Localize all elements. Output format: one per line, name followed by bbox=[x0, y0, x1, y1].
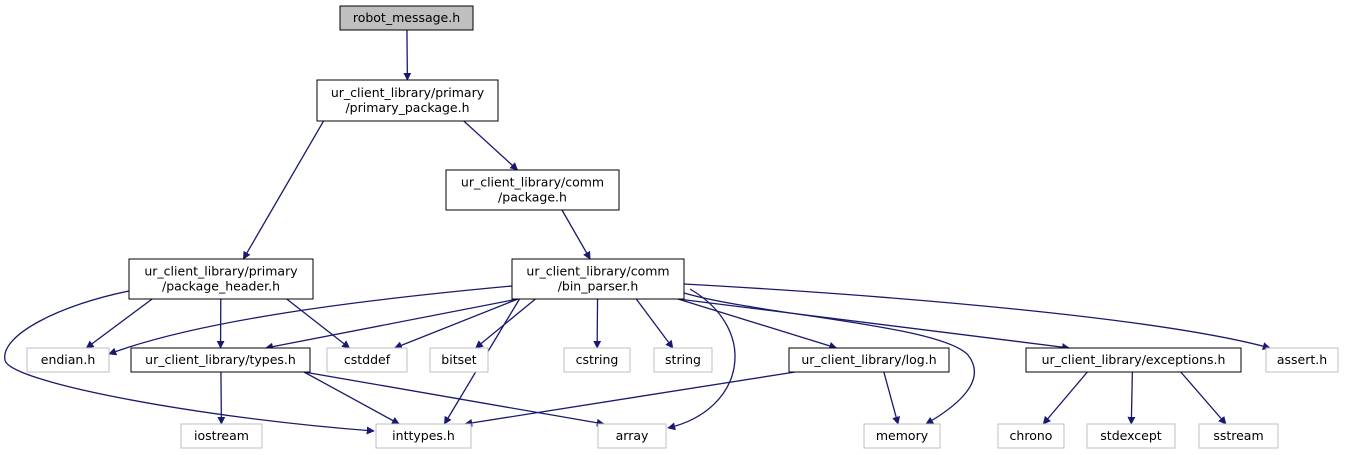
node-box bbox=[511, 258, 685, 300]
node-label-line: assert.h bbox=[1277, 352, 1327, 367]
node-box bbox=[653, 347, 713, 373]
node-label-line: iostream bbox=[194, 428, 249, 443]
edge-exceptions-to-chrono bbox=[1042, 371, 1088, 425]
edge-package_header-to-inttypes bbox=[4, 290, 375, 435]
node-label-line: sstream bbox=[1213, 428, 1263, 443]
node-box bbox=[130, 347, 311, 373]
node-label-line: ur_client_library/comm bbox=[526, 264, 669, 279]
edge-bin_parser-to-bitset bbox=[475, 298, 536, 349]
edge-bin_parser-to-array bbox=[667, 288, 736, 431]
edge-bin_parser-to-memory bbox=[683, 292, 975, 425]
node-box bbox=[128, 258, 314, 300]
node-stdexcept: stdexcept bbox=[1086, 423, 1176, 449]
node-box bbox=[788, 347, 950, 373]
edge-primary_package-to-comm_package bbox=[463, 120, 519, 171]
edge-exceptions-to-stdexcept bbox=[1127, 371, 1136, 425]
node-box bbox=[429, 347, 489, 373]
node-label-line: endian.h bbox=[41, 352, 96, 367]
node-label-line: string bbox=[665, 352, 701, 367]
node-box bbox=[180, 423, 263, 449]
node-iostream: iostream bbox=[180, 423, 263, 449]
node-array: array bbox=[597, 423, 667, 449]
node-package_header[interactable]: ur_client_library/primary/package_header… bbox=[128, 258, 314, 300]
edge-bin_parser-to-log bbox=[677, 298, 838, 350]
node-sstream: sstream bbox=[1198, 423, 1279, 449]
node-box bbox=[445, 169, 620, 211]
edge-exceptions-to-sstream bbox=[1180, 371, 1227, 425]
node-label-line: chrono bbox=[1010, 428, 1053, 443]
edge-types-to-inttypes bbox=[303, 371, 400, 425]
edge-log-to-inttypes bbox=[464, 371, 796, 427]
edge-bin_parser-to-cstddef bbox=[393, 298, 519, 350]
node-label-line: stdexcept bbox=[1100, 428, 1161, 443]
node-label-line: ur_client_library/primary bbox=[144, 264, 298, 279]
edge-bin_parser-to-string bbox=[635, 298, 674, 349]
node-assert: assert.h bbox=[1265, 347, 1339, 373]
node-bitset: bitset bbox=[429, 347, 489, 373]
node-box bbox=[1086, 423, 1176, 449]
node-label-line: /package.h bbox=[498, 190, 567, 205]
node-robot_message[interactable]: robot_message.h bbox=[339, 5, 474, 31]
node-memory: memory bbox=[863, 423, 941, 449]
edge-log-to-memory bbox=[883, 371, 901, 425]
node-label-line: ur_client_library/exceptions.h bbox=[1042, 352, 1226, 367]
edge-package_header-to-cstddef bbox=[286, 298, 351, 349]
node-exceptions[interactable]: ur_client_library/exceptions.h bbox=[1025, 347, 1242, 373]
node-log[interactable]: ur_client_library/log.h bbox=[788, 347, 950, 373]
node-bin_parser[interactable]: ur_client_library/comm/bin_parser.h bbox=[511, 258, 685, 300]
node-label-line: cstddef bbox=[344, 352, 391, 367]
node-label-line: /package_header.h bbox=[162, 279, 280, 294]
node-label-line: /bin_parser.h bbox=[558, 279, 639, 294]
edge-package_header-to-endian bbox=[85, 298, 153, 349]
node-comm_package[interactable]: ur_client_library/comm/package.h bbox=[445, 169, 620, 211]
node-label-line: bitset bbox=[441, 352, 477, 367]
node-label-line: /primary_package.h bbox=[345, 100, 469, 115]
node-label-line: cstring bbox=[576, 352, 619, 367]
node-box bbox=[375, 423, 472, 449]
node-box bbox=[997, 423, 1065, 449]
node-primary_package[interactable]: ur_client_library/primary/primary_packag… bbox=[316, 79, 499, 122]
node-box bbox=[316, 79, 499, 122]
edge-comm_package-to-bin_parser bbox=[561, 209, 591, 260]
node-string: string bbox=[653, 347, 713, 373]
edge-bin_parser-to-types bbox=[265, 298, 519, 351]
node-label-line: memory bbox=[876, 428, 929, 443]
node-box bbox=[863, 423, 941, 449]
node-box bbox=[1198, 423, 1279, 449]
node-box bbox=[339, 5, 474, 31]
node-box bbox=[26, 347, 110, 373]
node-box bbox=[563, 347, 631, 373]
node-cstddef: cstddef bbox=[326, 347, 408, 373]
node-box bbox=[1265, 347, 1339, 373]
edge-primary_package-to-package_header bbox=[242, 120, 325, 260]
node-endian: endian.h bbox=[26, 347, 110, 373]
node-cstring: cstring bbox=[563, 347, 631, 373]
node-box bbox=[1025, 347, 1242, 373]
node-label-line: robot_message.h bbox=[353, 10, 460, 25]
edge-bin_parser-to-exceptions bbox=[677, 298, 1071, 352]
node-label-line: ur_client_library/comm bbox=[461, 175, 604, 190]
node-label-line: array bbox=[616, 428, 649, 443]
node-label-line: inttypes.h bbox=[392, 428, 455, 443]
edge-bin_parser-to-assert bbox=[683, 283, 1271, 350]
node-label-line: ur_client_library/primary bbox=[331, 85, 485, 100]
node-chrono: chrono bbox=[997, 423, 1065, 449]
node-inttypes: inttypes.h bbox=[375, 423, 472, 449]
node-box bbox=[326, 347, 408, 373]
nodes-layer: robot_message.h ur_client_library/primary… bbox=[26, 5, 1339, 449]
node-label-line: ur_client_library/types.h bbox=[145, 352, 296, 367]
node-types[interactable]: ur_client_library/types.h bbox=[130, 347, 311, 373]
node-label-line: ur_client_library/log.h bbox=[801, 352, 936, 367]
node-box bbox=[597, 423, 667, 449]
edge-types-to-array bbox=[303, 371, 605, 427]
edge-bin_parser-to-endian bbox=[108, 285, 513, 356]
